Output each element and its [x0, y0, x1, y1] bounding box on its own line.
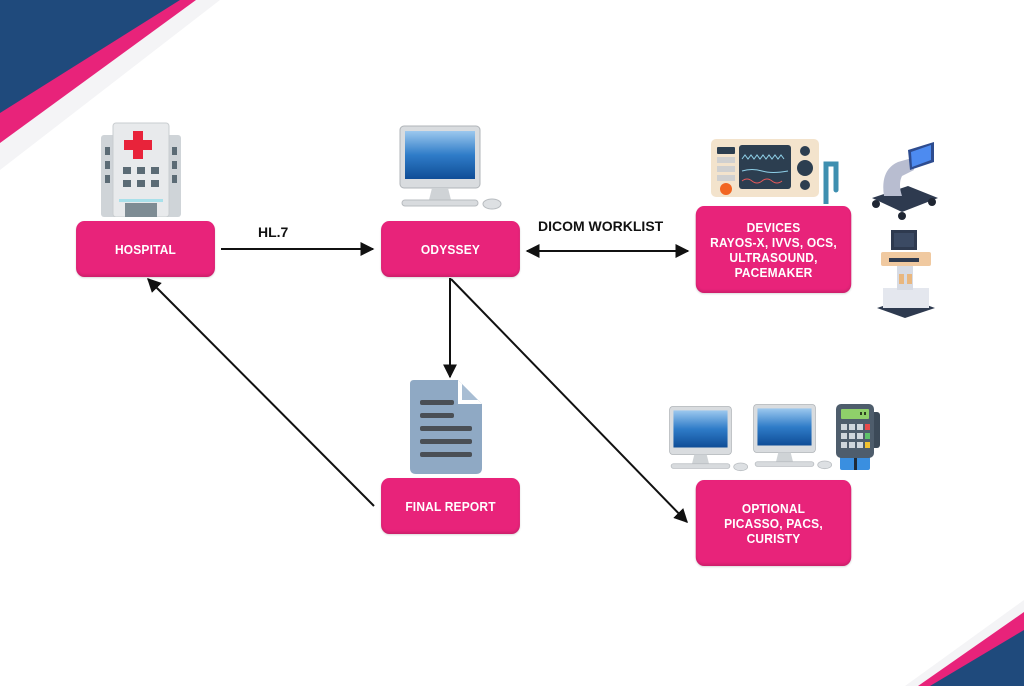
node-optional-line-3: CURISTY [746, 530, 801, 546]
probe-cable-icon [823, 161, 839, 204]
node-devices-line-4: PACEMAKER [734, 264, 813, 280]
node-odyssey[interactable]: ODYSSEY [381, 221, 520, 277]
node-hospital[interactable]: HOSPITAL [76, 221, 215, 277]
edge-odyssey-to-optional [450, 278, 688, 524]
top-left-navy-triangle [0, 0, 180, 113]
desktop-computer-icon [399, 125, 502, 210]
node-optional-line-2: PICASSO, PACS, [724, 515, 823, 531]
node-devices-line-2: RAYOS-X, IVVS, OCS, [710, 234, 837, 250]
node-optional-title: OPTIONAL [741, 500, 806, 516]
ultrasound-cart-icon [877, 230, 935, 318]
desktop-computer-icon [669, 406, 749, 472]
node-devices[interactable]: DEVICES RAYOS-X, IVVS, OCS, ULTRASOUND, … [695, 206, 852, 293]
edge-label-hl7: HL.7 [258, 224, 289, 240]
patient-monitor-icon [711, 139, 819, 197]
desktop-computer-icon [753, 404, 833, 470]
node-optional[interactable]: OPTIONAL PICASSO, PACS, CURISTY [695, 480, 852, 566]
document-icon [410, 380, 482, 474]
node-final-report[interactable]: FINAL REPORT [381, 478, 520, 534]
c-arm-xray-icon [872, 142, 938, 220]
node-hospital-label: HOSPITAL [114, 241, 177, 257]
bottom-right-navy-triangle [930, 630, 1024, 686]
node-final-report-label: FINAL REPORT [405, 498, 496, 514]
hospital-building-icon [101, 122, 181, 217]
edge-final-report-to-hospital [147, 278, 375, 507]
node-odyssey-label: ODYSSEY [420, 241, 481, 257]
node-devices-line-3: ULTRASOUND, [729, 249, 818, 265]
node-devices-title: DEVICES [746, 219, 801, 235]
edge-label-dicom-worklist: DICOM WORKLIST [538, 218, 664, 234]
card-terminal-icon [836, 404, 880, 470]
